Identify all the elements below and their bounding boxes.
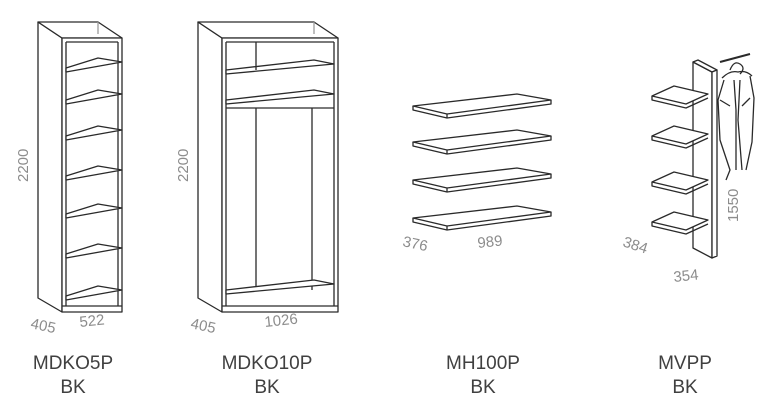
mvpp-shelves bbox=[651, 85, 709, 235]
mdko10p-depth-label: 405 bbox=[189, 315, 217, 337]
product-code: MVPP bbox=[658, 353, 712, 374]
mdko5p-drawing bbox=[37, 21, 123, 313]
mdko10p-front-frame bbox=[221, 37, 339, 313]
mdko10p-top bbox=[197, 21, 339, 39]
mdko5p-width-label: 522 bbox=[79, 311, 106, 331]
mdko5p-height-label: 2200 bbox=[15, 149, 32, 182]
mh100p-shelf-4 bbox=[412, 205, 552, 227]
mdko10p-side-panel bbox=[197, 21, 223, 313]
jacket-on-hanger-icon bbox=[717, 53, 755, 181]
product-finish: BK bbox=[672, 377, 698, 398]
mh100p-shelf-3 bbox=[412, 167, 552, 189]
mdko5p-depth-label: 405 bbox=[29, 315, 57, 337]
mvpp-drawing bbox=[651, 53, 755, 259]
mdko5p-caption: MDKO5P BK bbox=[3, 352, 143, 400]
mdko5p-side-panel bbox=[37, 21, 63, 313]
mh100p-caption: MH100P BK bbox=[413, 352, 553, 400]
mvpp-width-label: 354 bbox=[673, 266, 700, 286]
mh100p-depth-label: 376 bbox=[401, 233, 429, 255]
product-code: MDKO10P bbox=[221, 353, 313, 374]
mdko10p-doors bbox=[225, 107, 335, 295]
product-code: MH100P bbox=[446, 353, 520, 374]
product-finish: BK bbox=[254, 377, 280, 398]
mvpp-depth-label: 384 bbox=[621, 234, 650, 258]
product-finish: BK bbox=[470, 377, 496, 398]
mdko10p-caption: MDKO10P BK bbox=[197, 352, 337, 400]
mh100p-drawing bbox=[412, 93, 552, 231]
mdko5p-shelves bbox=[65, 57, 123, 301]
mh100p-shelf-2 bbox=[412, 129, 552, 151]
mh100p-width-label: 989 bbox=[477, 232, 504, 252]
mdko10p-drawing bbox=[197, 21, 339, 313]
mdko10p-width-label: 1026 bbox=[264, 311, 299, 331]
mh100p-shelf-1 bbox=[412, 93, 552, 115]
mvpp-height-label: 1550 bbox=[725, 189, 742, 222]
mvpp-caption: MVPP BK bbox=[615, 352, 755, 400]
product-finish: BK bbox=[60, 377, 86, 398]
mdko10p-height-label: 2200 bbox=[175, 149, 192, 182]
product-code: MDKO5P bbox=[32, 353, 114, 374]
